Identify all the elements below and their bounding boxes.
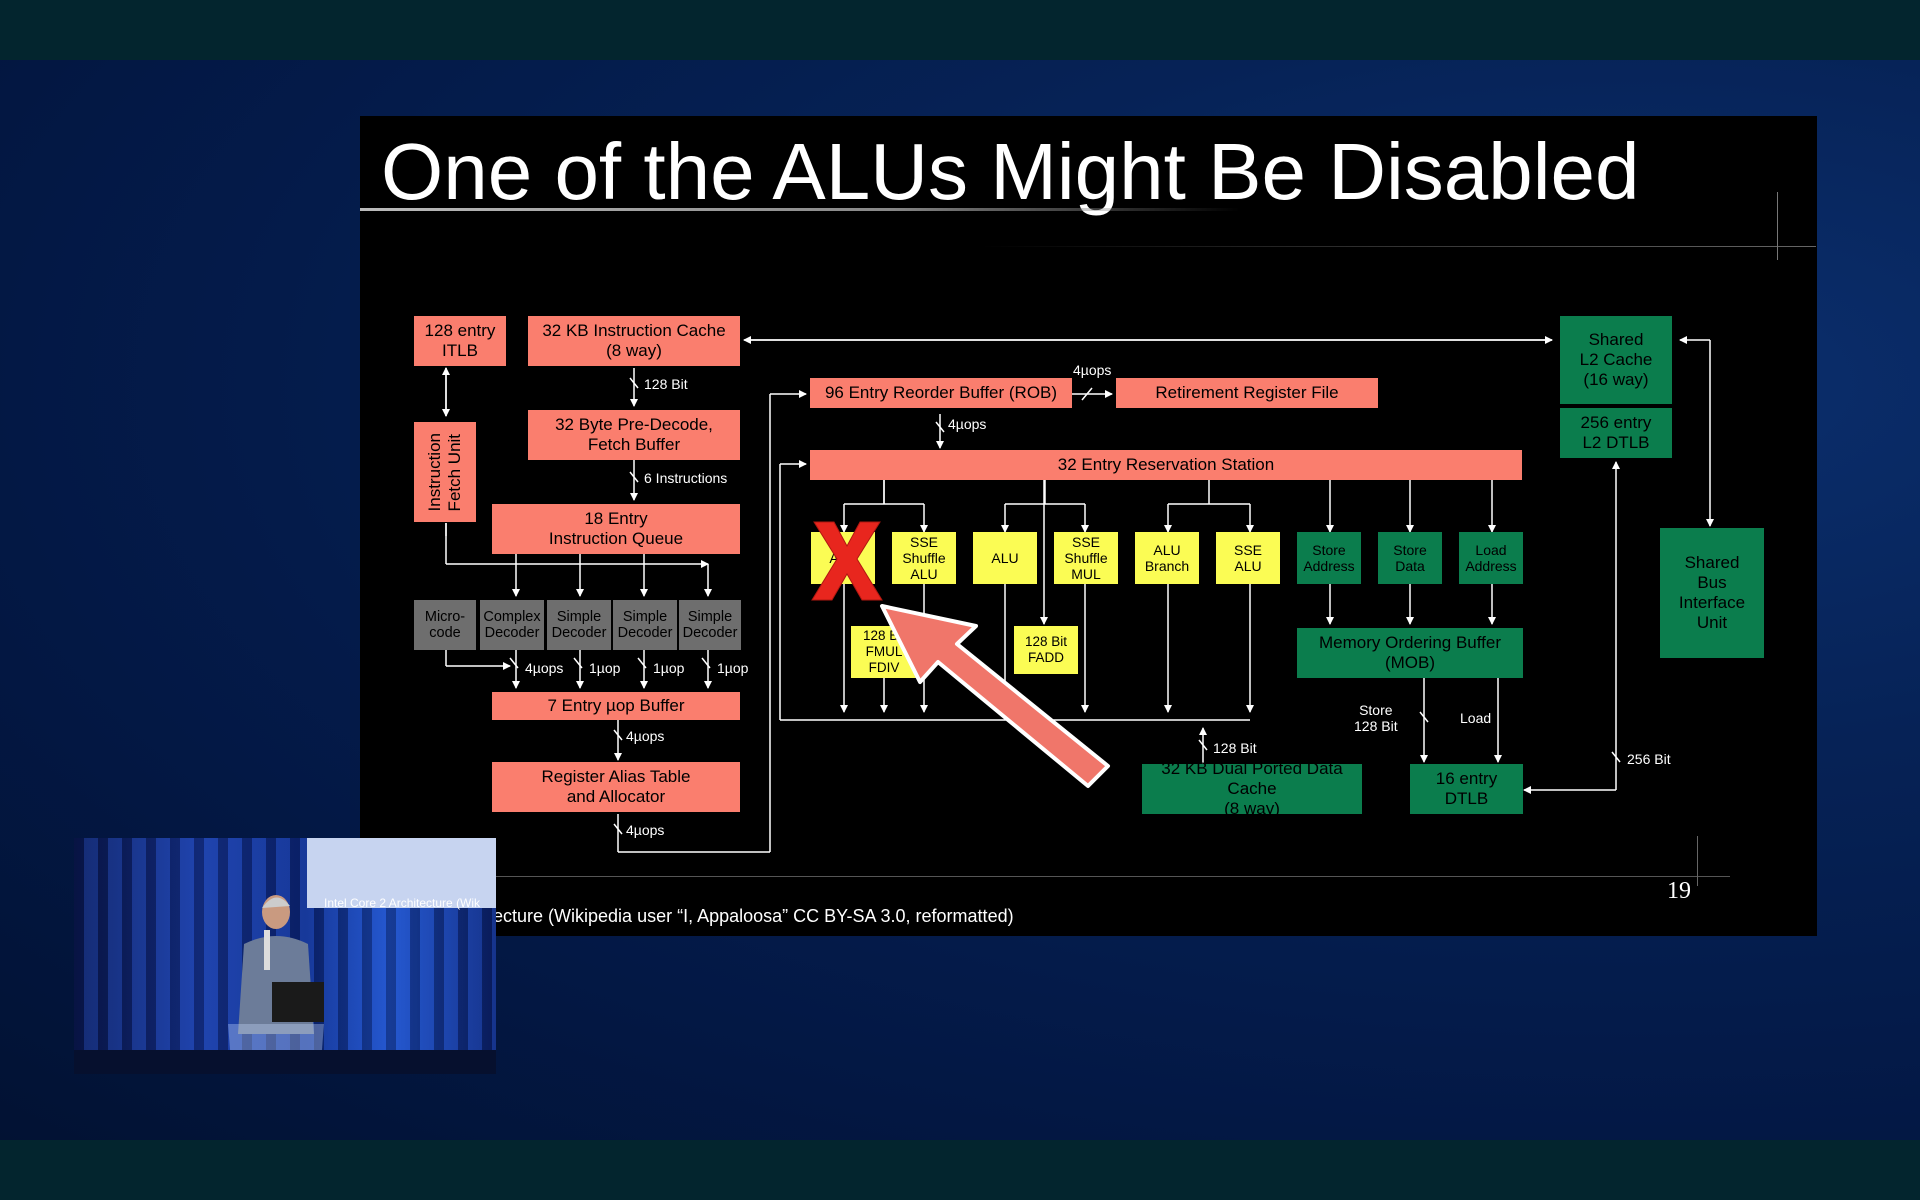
dtlb-block: 16 entry DTLB [1410,764,1523,814]
disabled-x-mark [811,521,883,601]
bus-interface-unit-block: Shared Bus Interface Unit [1660,528,1764,658]
alu-block: ALU [973,532,1037,584]
sse-alu-block: SSE ALU [1216,532,1280,584]
pointer-arrow [880,604,1110,788]
title-rule-right [980,246,1816,247]
predecode-block: 32 Byte Pre-Decode, Fetch Buffer [528,410,740,460]
data-cache-block: 32 KB Dual Ported Data Cache (8 way) [1142,759,1362,818]
label-load: Load [1460,710,1492,726]
projection-screen [307,838,496,908]
alu-branch-block: ALU Branch [1135,532,1199,584]
footer-rule [470,876,1730,877]
retirement-register-file-block: Retirement Register File [1116,378,1378,408]
label-128-bit: 128 Bit [644,376,688,392]
label-rob-4uops: 4µops [1073,362,1112,378]
sse-shuffle-mul-block: SSE Shuffle MUL [1054,532,1118,584]
instruction-queue-block: 18 Entry Instruction Queue [492,504,740,554]
instruction-cache-block: 32 KB Instruction Cache (8 way) [528,316,740,366]
label-rob-rs-4uops: 4µops [948,416,987,432]
annotation-overlay [811,521,1110,788]
slide-title: One of the ALUs Might Be Disabled [381,127,1640,216]
simple-decoder-block-3: Simple Decoder [679,600,741,650]
itlb-block: 128 entry ITLB [414,316,506,366]
video-letterbox-top [0,0,1920,60]
label-store-128-bit: Store 128 Bit [1354,702,1398,734]
label-decoder-4uops: 4µops [525,660,564,676]
diagram-wires [442,336,1714,853]
store-data-block: Store Data [1378,532,1442,584]
label-decoder-1uop-1: 1µop [589,660,621,676]
microcode-block: Micro- code [414,600,476,650]
reservation-station-block: 32 Entry Reservation Station [810,450,1522,480]
stage-floor [74,1050,496,1074]
sse-shuffle-alu-block: SSE Shuffle ALU [892,532,956,584]
complex-decoder-block: Complex Decoder [480,600,544,650]
title-underline [360,208,1240,211]
store-address-block: Store Address [1297,532,1361,584]
label-decoder-1uop-3: 1µop [717,660,749,676]
simple-decoder-block-1: Simple Decoder [547,600,611,650]
presentation-slide: One of the ALUs Might Be Disabled [360,116,1817,936]
label-rat-4uops: 4µops [626,822,665,838]
label-uopbuf-4uops: 4µops [626,728,665,744]
load-address-block: Load Address [1459,532,1523,584]
speaker-camera-inset: Intel Core 2 Architecture (Wik [74,838,496,1074]
uop-buffer-block: 7 Entry µop Buffer [492,692,740,720]
projection-screen-text: Intel Core 2 Architecture (Wik [324,896,481,910]
label-decoder-1uop-2: 1µop [653,660,685,676]
simple-decoder-block-2: Simple Decoder [613,600,677,650]
video-letterbox-bottom [0,1140,1920,1200]
slide-caption: chitecture (Wikipedia user “I, Appaloosa… [465,906,1014,926]
fadd-block: 128 Bit FADD [1014,626,1078,674]
corner-mark-top [1777,192,1778,260]
reorder-buffer-block: 96 Entry Reorder Buffer (ROB) [810,378,1072,408]
instruction-fetch-unit-block: Instruction Fetch Unit [414,422,476,522]
slide-page-number: 19 [1667,878,1691,904]
label-dcache-128-bit: 128 Bit [1213,740,1257,756]
label-6-instructions: 6 Instructions [644,470,728,486]
memory-ordering-buffer-block: Memory Ordering Buffer (MOB) [1297,628,1523,678]
l2-dtlb-block: 256 entry L2 DTLB [1560,408,1672,458]
speaker-figure [228,895,324,1074]
l2-cache-block: Shared L2 Cache (16 way) [1560,316,1672,404]
register-alias-table-block: Register Alias Table and Allocator [492,762,740,812]
corner-mark-bottom [1697,836,1698,886]
label-256-bit: 256 Bit [1627,751,1671,767]
